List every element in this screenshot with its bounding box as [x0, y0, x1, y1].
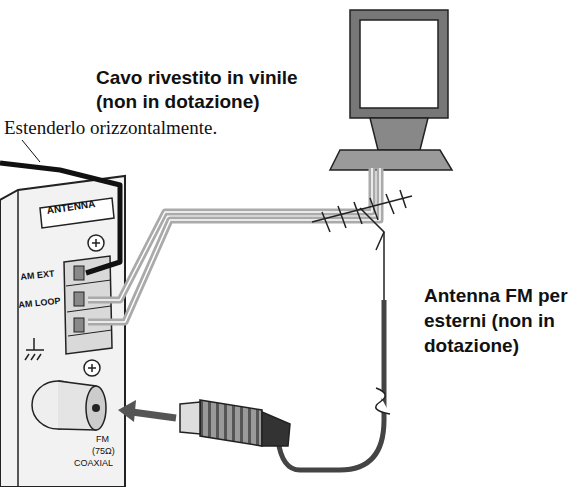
- leader-line: [22, 140, 40, 162]
- part-label: Antenna FM per esterni (non in dotazione…: [424, 283, 576, 358]
- screw: [88, 235, 104, 251]
- jack-label: COAXIAL: [74, 458, 124, 469]
- fm-outdoor-antenna: [312, 190, 412, 300]
- instruction-note: Estenderlo orizzontalmente.: [4, 116, 304, 140]
- screw: [84, 360, 100, 376]
- fm-plug: [200, 400, 262, 446]
- vinyl-wire: [0, 163, 120, 273]
- ground-symbol: [25, 338, 44, 360]
- jack-label: (75Ω): [92, 446, 124, 457]
- part-label: Cavo rivestito in vinile (non in dotazio…: [96, 66, 328, 114]
- insert-arrow: [132, 412, 176, 418]
- am-loop-antenna: [350, 10, 448, 118]
- fm-cable: [278, 300, 384, 470]
- loop-cable: [88, 168, 372, 300]
- rear-panel: [0, 176, 125, 487]
- jack-label: FM: [96, 434, 122, 445]
